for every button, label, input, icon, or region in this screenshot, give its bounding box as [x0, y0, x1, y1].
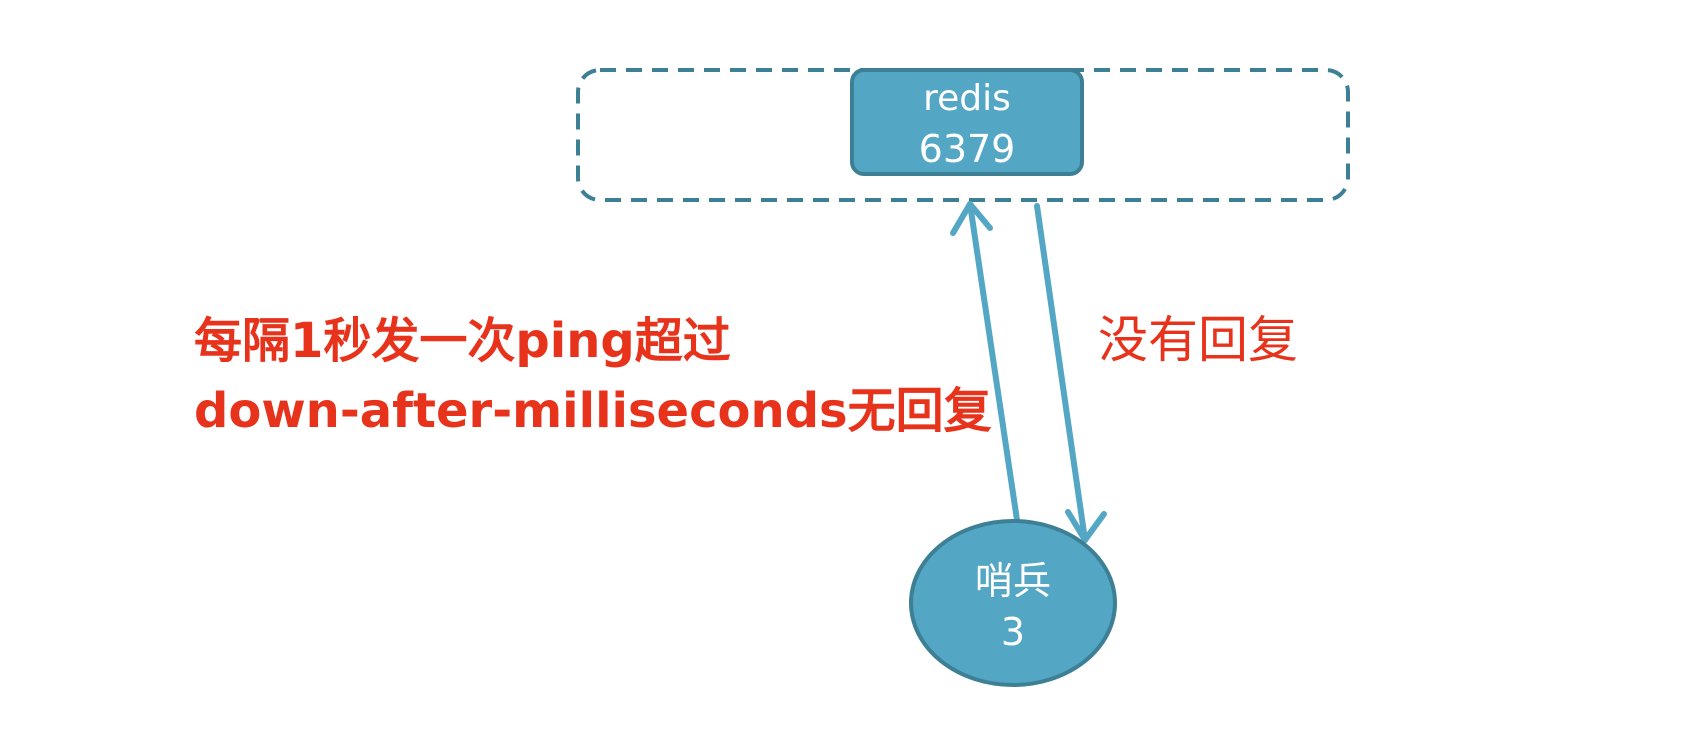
annotation-no-reply: 没有回复 [1098, 311, 1298, 369]
annotation-ping-line2: down-after-milliseconds无回复 [194, 383, 992, 439]
reply-arrow [1034, 203, 1107, 543]
redis-node-box [850, 68, 1084, 176]
annotation-ping-line1: 每隔1秒发一次ping超过 [194, 313, 731, 369]
sentinel-node-ellipse [909, 519, 1117, 687]
sentinel-node-label: 哨兵 [975, 559, 1051, 603]
redis-node: redis 6379 [850, 68, 1084, 176]
redis-node-name: redis [923, 78, 1011, 119]
sentinel-node-number: 3 [1001, 610, 1025, 654]
sentinel-node: 哨兵 3 [909, 519, 1117, 687]
ping-arrow [950, 201, 1020, 523]
redis-node-port: 6379 [919, 127, 1016, 171]
